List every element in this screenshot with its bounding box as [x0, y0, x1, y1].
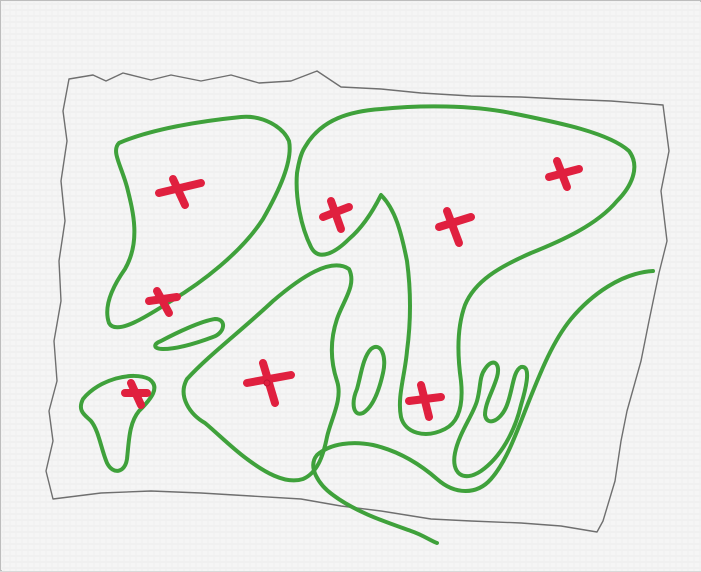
marker-x-center-9	[264, 380, 270, 386]
